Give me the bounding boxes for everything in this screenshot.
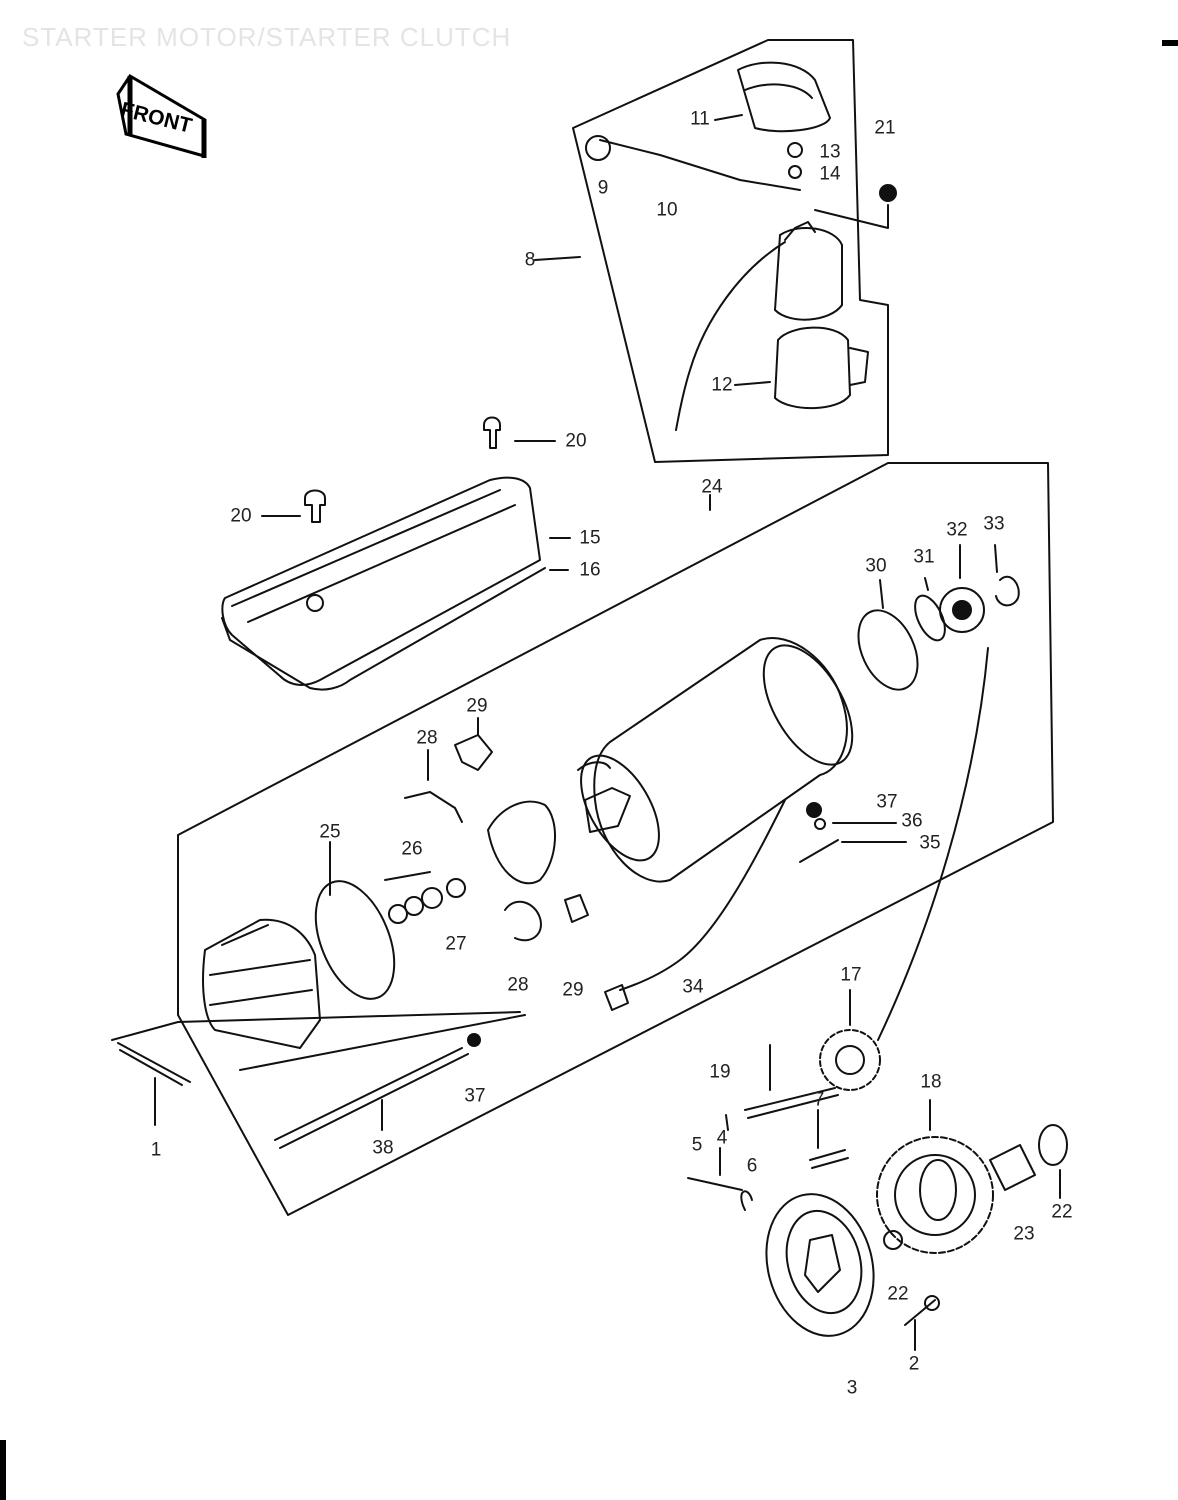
callout-20-left: 20 xyxy=(230,505,252,527)
callout-20-upper: 20 xyxy=(565,430,587,452)
callout-23: 23 xyxy=(1013,1223,1035,1245)
callout-10: 10 xyxy=(656,199,678,221)
front-orientation-badge xyxy=(116,73,207,158)
screw-20-left xyxy=(304,489,326,523)
washer-27 xyxy=(446,878,466,898)
brush-29-upper xyxy=(454,734,493,771)
callout-29-upper: 29 xyxy=(466,695,488,717)
gasket-16 xyxy=(221,567,546,691)
brush-lead-28 xyxy=(404,791,463,823)
callout-34: 34 xyxy=(682,976,704,998)
callout-11: 11 xyxy=(690,108,710,130)
callout-1: 1 xyxy=(150,1139,162,1161)
starter-cable-34 xyxy=(619,799,786,991)
callout-19: 19 xyxy=(709,1061,731,1083)
brush-spring-28 xyxy=(504,900,542,942)
sprocket-17 xyxy=(819,1029,881,1091)
brush-29-lower xyxy=(564,894,589,923)
nut-21 xyxy=(879,184,897,202)
relay-cap xyxy=(737,61,831,133)
callout-12: 12 xyxy=(711,374,733,396)
callout-22-right: 22 xyxy=(1051,1201,1073,1223)
washer-26b xyxy=(404,896,424,916)
clutch-gear-18 xyxy=(876,1136,994,1254)
callout-38: 38 xyxy=(372,1137,394,1159)
callout-31: 31 xyxy=(913,546,935,568)
callout-28-lower: 28 xyxy=(507,974,529,996)
bolt-2 xyxy=(904,1299,936,1326)
callout-25: 25 xyxy=(319,821,341,843)
callout-15: 15 xyxy=(579,527,601,549)
diagram-title: STARTER MOTOR/STARTER CLUTCH xyxy=(22,22,512,52)
circlip-33 xyxy=(995,575,1020,607)
cover-15 xyxy=(221,476,541,686)
o-ring-25 xyxy=(314,880,396,1000)
callout-7: 7 xyxy=(813,1089,825,1111)
callout-16: 16 xyxy=(579,559,601,581)
starter-motor-body xyxy=(593,637,848,883)
callout-8: 8 xyxy=(524,249,536,271)
screw-20-upper xyxy=(483,416,501,449)
end-cover xyxy=(202,918,321,1049)
callout-27: 27 xyxy=(445,933,467,955)
callout-37-upper: 37 xyxy=(876,791,898,813)
callout-17: 17 xyxy=(840,964,862,986)
long-bolt-38 xyxy=(274,1047,463,1141)
circlip-31 xyxy=(914,594,946,642)
callout-6: 6 xyxy=(746,1155,758,1177)
starter-clutch-3 xyxy=(765,1193,875,1337)
callout-24: 24 xyxy=(701,476,723,498)
callout-26: 26 xyxy=(401,838,423,860)
relay-boot xyxy=(774,326,851,410)
washer-22-right xyxy=(1038,1124,1068,1166)
callout-13: 13 xyxy=(819,141,841,163)
callout-9: 9 xyxy=(597,177,609,199)
callout-21: 21 xyxy=(874,117,896,139)
starter-group-panel xyxy=(177,462,1054,1216)
collar-23 xyxy=(989,1144,1036,1191)
long-bolt-1 xyxy=(117,1042,191,1083)
callout-3: 3 xyxy=(846,1377,858,1399)
drive-chain-path xyxy=(877,647,989,1041)
callout-28-upper: 28 xyxy=(416,727,438,749)
shaft-19 xyxy=(744,1087,836,1111)
terminal-bolt-35 xyxy=(799,839,839,863)
callout-18: 18 xyxy=(920,1071,942,1093)
relay-body xyxy=(774,227,843,321)
callout-35: 35 xyxy=(919,832,941,854)
callout-33: 33 xyxy=(983,513,1005,535)
callout-22-center: 22 xyxy=(887,1283,909,1305)
roller-5 xyxy=(687,1177,743,1191)
callout-14: 14 xyxy=(819,163,841,185)
relay-wire xyxy=(599,139,801,191)
callout-32: 32 xyxy=(946,519,968,541)
callout-37-lower: 37 xyxy=(464,1085,486,1107)
o-ring-30 xyxy=(857,609,919,691)
brush-plate xyxy=(487,800,556,885)
relay-group-panel xyxy=(572,39,889,463)
callout-36: 36 xyxy=(901,810,923,832)
callout-29-lower: 29 xyxy=(562,979,584,1001)
callout-5: 5 xyxy=(691,1134,703,1156)
gear-32 xyxy=(939,587,985,633)
relay-lead-wire xyxy=(675,241,786,431)
roller-7 xyxy=(809,1149,846,1161)
washer-26a xyxy=(388,904,408,924)
callout-2: 2 xyxy=(908,1353,920,1375)
callout-30: 30 xyxy=(865,555,887,577)
callout-4: 4 xyxy=(716,1127,728,1149)
washer-26c xyxy=(421,887,443,909)
